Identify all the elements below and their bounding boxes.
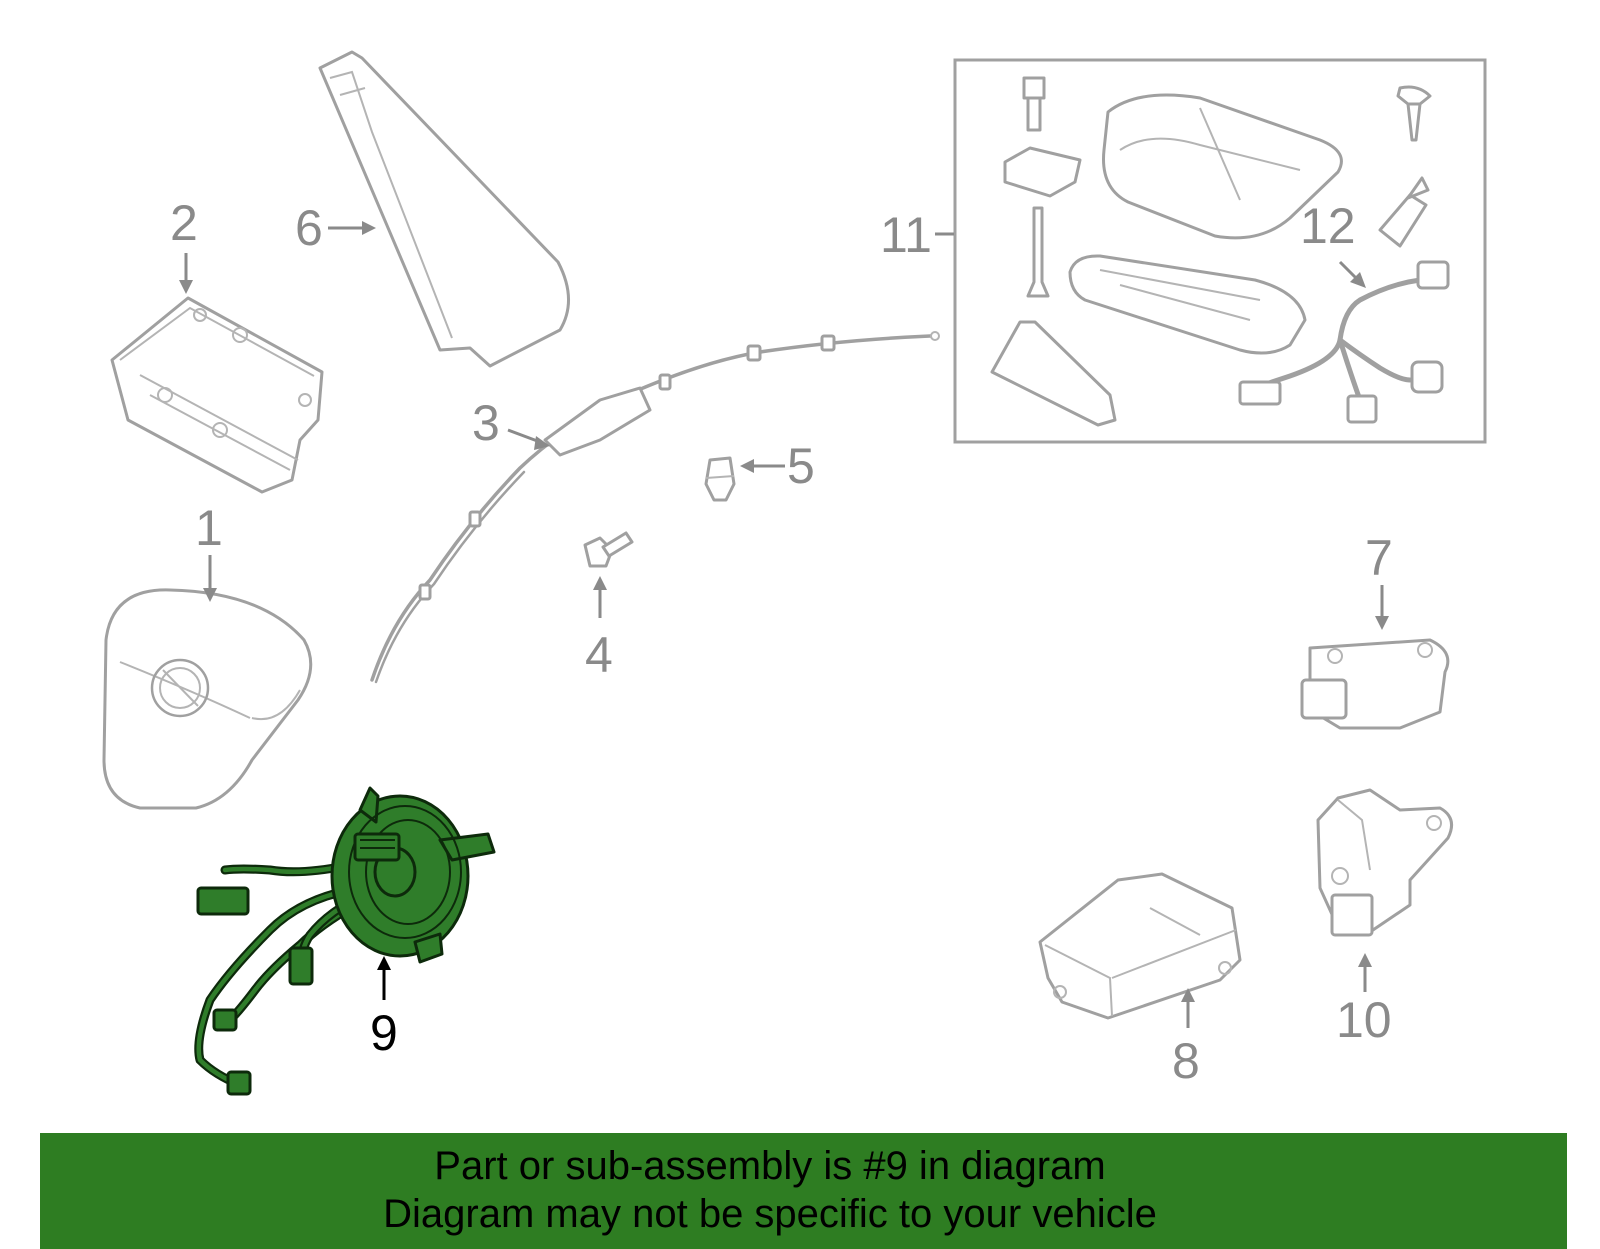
svg-text:4: 4: [585, 627, 613, 683]
callout-8: 8: [1172, 988, 1200, 1089]
banner-line-part: Part or sub-assembly is #9 in diagram: [434, 1144, 1106, 1188]
part-10-side-sensor[interactable]: [1316, 788, 1454, 937]
part-11-seat-airbag-kit[interactable]: [953, 58, 1487, 444]
callout-5: 5: [740, 438, 815, 494]
callout-11: 11: [880, 207, 954, 263]
part-6-airbag-module[interactable]: [318, 50, 570, 368]
callout-12: 12: [1300, 198, 1366, 288]
part-4-bolt[interactable]: [583, 531, 634, 568]
svg-text:1: 1: [195, 500, 223, 556]
callout-3: 3: [472, 395, 550, 451]
banner-line-disclaimer: Diagram may not be specific to your vehi…: [383, 1192, 1157, 1236]
svg-text:12: 12: [1300, 198, 1356, 254]
callout-4: 4: [585, 576, 613, 683]
svg-text:5: 5: [787, 438, 815, 494]
svg-text:10: 10: [1336, 992, 1392, 1048]
svg-text:7: 7: [1365, 530, 1393, 586]
svg-text:9: 9: [370, 1005, 398, 1061]
info-banner: Part or sub-assembly is #9 in diagram Di…: [40, 1133, 1567, 1249]
svg-text:11: 11: [880, 207, 932, 263]
svg-text:3: 3: [472, 395, 500, 451]
part-1-driver-airbag[interactable]: [102, 588, 313, 810]
callout-2: 2: [170, 195, 198, 294]
part-2-passenger-airbag[interactable]: [110, 296, 324, 494]
callout-6: 6: [295, 200, 376, 256]
callout-9: 9: [370, 956, 398, 1061]
svg-text:6: 6: [295, 200, 323, 256]
part-5-clip[interactable]: [704, 456, 736, 502]
part-8-control-module[interactable]: [1038, 872, 1242, 1020]
part-9-clock-spring[interactable]: [194, 786, 496, 1096]
svg-text:2: 2: [170, 195, 198, 251]
callout-10: 10: [1336, 953, 1392, 1048]
callout-1: 1: [195, 500, 223, 602]
callout-7: 7: [1365, 530, 1393, 630]
svg-text:8: 8: [1172, 1033, 1200, 1089]
part-7-impact-sensor[interactable]: [1300, 638, 1450, 730]
part-3-curtain-airbag[interactable]: [370, 331, 940, 684]
